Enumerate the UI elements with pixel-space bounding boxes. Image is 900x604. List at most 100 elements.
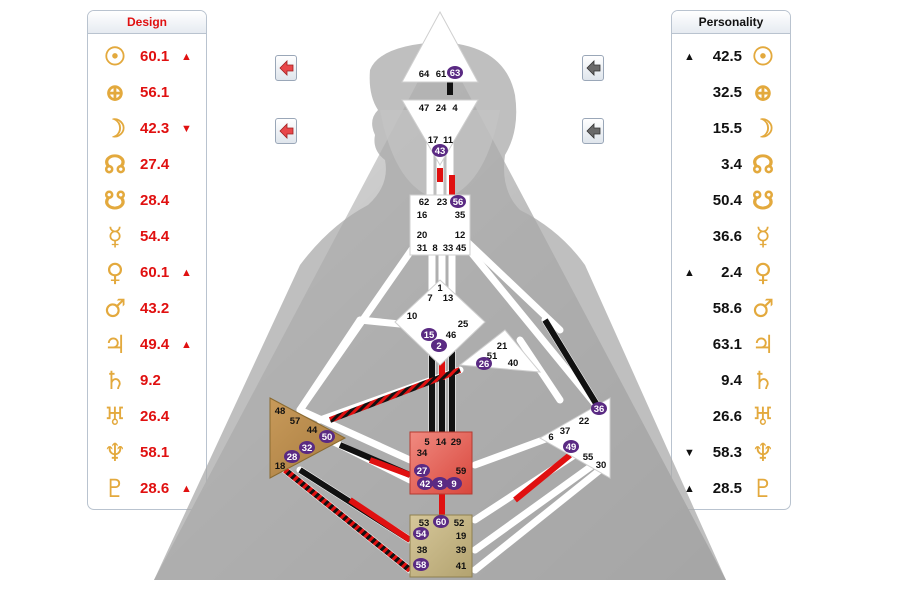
gate-3: 3 — [437, 479, 442, 490]
gate-marker — [413, 558, 429, 571]
gate-46: 46 — [446, 330, 457, 341]
design-value: 56.1 — [140, 84, 170, 101]
g-center — [394, 279, 486, 366]
jupiter-icon: ♃ — [751, 330, 775, 359]
down-arrow-icon: ▼ — [181, 123, 192, 135]
personality-row-venus: ♀ 2.4 ▲ — [672, 255, 790, 291]
gate-14: 14 — [436, 437, 447, 448]
design-row-uranus: ♅26.4 — [88, 399, 206, 435]
design-row-neptune: ♆58.1 — [88, 435, 206, 471]
design-row-jupiter: ♃49.4▲ — [88, 327, 206, 363]
personality-value: 28.5 — [712, 480, 742, 497]
design-value: 54.4 — [140, 228, 170, 245]
north-node-icon: ☊ — [751, 150, 775, 179]
design-value: 27.4 — [140, 156, 170, 173]
venus-icon: ♀ — [753, 258, 773, 287]
gate-25: 25 — [458, 319, 469, 330]
gate-marker — [421, 328, 437, 341]
personality-row-jupiter: ♃ 63.1 — [672, 327, 790, 363]
gate-50: 50 — [322, 432, 333, 443]
personality-value: 42.5 — [712, 48, 742, 65]
gate-17: 17 — [428, 135, 439, 146]
solar-plexus-center — [538, 397, 611, 479]
mars-icon: ♂ — [751, 294, 775, 323]
personality-row-pluto: ♇28.5▲ — [672, 471, 790, 507]
gate-15: 15 — [424, 330, 435, 341]
gate-27: 27 — [417, 466, 428, 477]
gate-38: 38 — [417, 545, 428, 556]
gate-20: 20 — [417, 230, 428, 241]
gate-8: 8 — [432, 243, 437, 254]
gate-21: 21 — [497, 341, 508, 352]
personality-value: 2.4 — [721, 264, 742, 281]
gate-61: 61 — [436, 69, 447, 80]
gate-30: 30 — [596, 460, 607, 471]
personality-prev-button-2[interactable] — [582, 118, 604, 144]
design-panel-title: Design — [88, 11, 206, 34]
personality-row-sun: ☉42.5▲ — [672, 39, 790, 75]
gate-26: 26 — [479, 359, 490, 370]
gate-marker — [563, 440, 579, 453]
gate-marker — [299, 441, 315, 454]
gate-2: 2 — [436, 341, 441, 352]
head-center — [401, 10, 479, 83]
jupiter-icon: ♃ — [103, 330, 127, 359]
left-arrow-icon — [586, 60, 601, 76]
gate-marker — [433, 515, 449, 528]
gate-19: 19 — [456, 531, 467, 542]
design-value: 43.2 — [140, 300, 170, 317]
gate-39: 39 — [456, 545, 467, 556]
personality-value: 63.1 — [712, 336, 742, 353]
gate-18: 18 — [275, 461, 286, 472]
up-arrow-icon: ▲ — [181, 483, 192, 495]
earth-icon: ⊕ — [104, 78, 126, 107]
personality-value: 26.6 — [712, 408, 742, 425]
gate-32: 32 — [302, 443, 313, 454]
design-row-pluto: ♇28.6▲ — [88, 471, 206, 507]
saturn-icon: ♄ — [751, 366, 775, 395]
left-arrow-icon — [279, 123, 294, 139]
up-arrow-icon: ▲ — [684, 51, 695, 63]
up-arrow-icon: ▲ — [684, 483, 695, 495]
personality-row-neptune: ♆58.3▼ — [672, 435, 790, 471]
south-node-icon: ☋ — [103, 186, 127, 215]
gate-42: 42 — [420, 479, 431, 490]
gate-45: 45 — [456, 243, 467, 254]
personality-panel: Personality ☉42.5▲⊕32.5☽15.5☊3.4☋50.4☿36… — [671, 10, 791, 510]
gate-60: 60 — [436, 517, 447, 528]
gate-62: 62 — [419, 197, 430, 208]
gate-9: 9 — [451, 479, 456, 490]
gate-64: 64 — [419, 69, 430, 80]
gate-11: 11 — [443, 135, 454, 146]
personality-value: 58.6 — [712, 300, 742, 317]
gate-36: 36 — [594, 404, 605, 415]
gate-53: 53 — [419, 518, 430, 529]
personality-value: 32.5 — [712, 84, 742, 101]
gate-marker — [476, 357, 492, 370]
gate-28: 28 — [287, 452, 298, 463]
personality-row-south-node: ☋50.4 — [672, 183, 790, 219]
design-value: 60.1 — [140, 48, 170, 65]
gate-52: 52 — [454, 518, 465, 529]
design-row-south-node: ☋28.4 — [88, 183, 206, 219]
gate-48: 48 — [275, 406, 286, 417]
design-prev-button-2[interactable] — [275, 118, 297, 144]
neptune-icon: ♆ — [103, 438, 127, 467]
personality-row-mercury: ☿36.6 — [672, 219, 790, 255]
personality-prev-button-1[interactable] — [582, 55, 604, 81]
design-prev-button-1[interactable] — [275, 55, 297, 81]
gate-57: 57 — [290, 416, 301, 427]
moon-icon: ☽ — [103, 114, 127, 143]
gate-10: 10 — [407, 311, 418, 322]
personality-row-uranus: ♅26.6 — [672, 399, 790, 435]
up-arrow-icon: ▲ — [684, 267, 695, 279]
up-arrow-icon: ▲ — [181, 339, 192, 351]
design-row-mercury: ☿54.4 — [88, 219, 206, 255]
earth-icon: ⊕ — [752, 78, 774, 107]
gate-marker — [413, 527, 429, 540]
venus-icon: ♀ — [105, 258, 125, 287]
gate-marker — [447, 66, 463, 79]
mercury-icon: ☿ — [755, 222, 771, 251]
gate-marker — [432, 144, 448, 157]
